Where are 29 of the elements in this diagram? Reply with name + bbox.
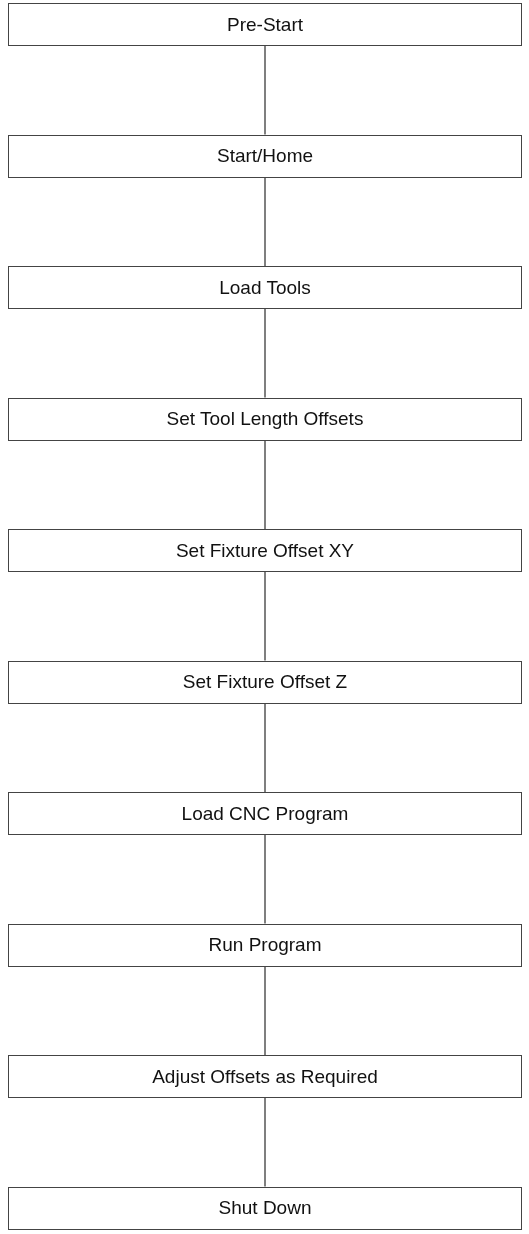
step-label: Adjust Offsets as Required (152, 1065, 378, 1088)
process-box (8, 1186, 522, 1230)
step-label: Run Program (208, 934, 322, 956)
process-box (8, 792, 522, 835)
connector-line (264, 702, 266, 793)
step-label: Load Tools (219, 276, 311, 299)
step-label: Load CNC Program (181, 802, 349, 825)
connector-line (264, 1097, 266, 1188)
process-box (8, 134, 522, 178)
connector-line (264, 308, 266, 399)
process-box (8, 397, 522, 441)
step-label: Set Fixture Offset Z (182, 671, 348, 693)
step-label: Set Fixture Offset XY (175, 539, 355, 562)
connector-line (264, 834, 266, 925)
step-label: Set Tool Length Offsets (166, 408, 364, 430)
process-box (8, 529, 522, 572)
process-box (8, 1055, 522, 1098)
process-box (8, 923, 522, 967)
process-box (8, 3, 522, 46)
connector-line (264, 965, 266, 1056)
process-box (8, 660, 522, 704)
connector-line (264, 45, 266, 136)
connector-line (264, 571, 266, 662)
process-box (8, 266, 522, 309)
step-label: Pre-Start (227, 13, 303, 36)
step-label: Start/Home (216, 145, 314, 167)
connector-line (264, 439, 266, 530)
step-label: Shut Down (218, 1197, 312, 1219)
connector-line (264, 176, 266, 267)
